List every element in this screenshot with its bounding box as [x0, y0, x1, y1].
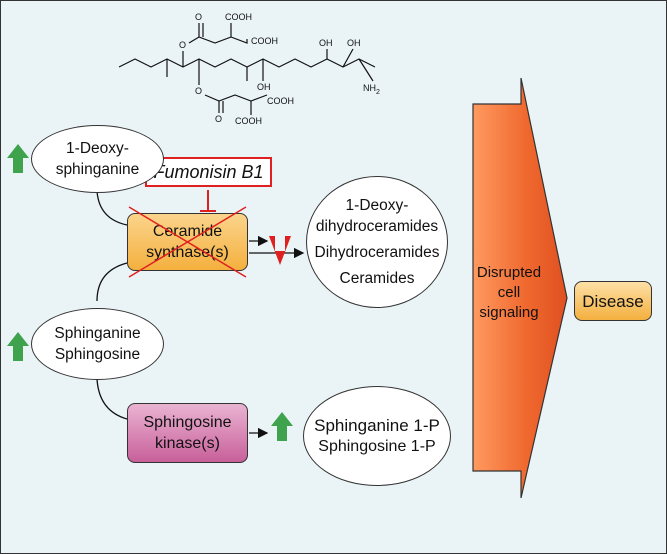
cooh-label: COOH [225, 12, 252, 22]
oxygen-label: O [179, 40, 186, 50]
node-text: Sphinganine 1-P [314, 416, 440, 435]
disrupted-signaling-label: Disrupted cell signaling [473, 263, 545, 323]
node-text: kinase(s) [155, 435, 220, 452]
node-text: sphinganine [55, 161, 140, 178]
fumonisin-label: Fumonisin B1 [153, 161, 264, 182]
node-phosphate-products: Sphinganine 1-P Sphingosine 1-P [303, 386, 451, 486]
signaling-arrow [472, 77, 568, 499]
node-text: signaling [479, 304, 539, 321]
connector-sphinganine-to-kinase [96, 378, 128, 420]
inhibition-mark [200, 190, 216, 212]
red-down-arrow-icon [269, 236, 291, 265]
oxygen-label: O [195, 86, 202, 96]
node-sphinganine-sphingosine: Sphinganine Sphingosine [31, 308, 164, 380]
node-text: dihydroceramides [315, 218, 439, 235]
connector-deoxy-to-synthase [96, 190, 128, 226]
connector-sphinganine-to-synthase [96, 262, 128, 302]
cooh-label: COOH [251, 36, 278, 46]
node-text: Sphinganine [54, 325, 141, 342]
hydroxyl-label: OH [319, 38, 333, 48]
cooh-label: COOH [267, 96, 294, 106]
node-text: Sphingosine [143, 414, 232, 431]
fumonisin-box: Fumonisin B1 [145, 157, 272, 187]
green-up-arrow-icon [271, 412, 293, 441]
node-text: synthase(s) [146, 244, 229, 261]
node-text: 1-Deoxy- [66, 140, 129, 157]
amine-label: NH2 [363, 83, 380, 96]
node-text: Sphingosine [54, 346, 141, 363]
disease-box: Disease [574, 281, 652, 321]
oxygen-label: O [215, 114, 222, 124]
hydroxyl-label: OH [347, 38, 361, 48]
hydroxyl-label: OH [257, 82, 271, 92]
node-ceramide-products: 1-Deoxy- dihydroceramides Dihydroceramid… [306, 176, 448, 308]
node-text: Ceramides [339, 270, 415, 287]
node-text: cell [497, 284, 521, 301]
structure-bonds [118, 23, 376, 115]
cooh-label: COOH [235, 116, 262, 126]
node-text: Sphingosine 1-P [318, 438, 436, 455]
green-up-arrow-icon [7, 144, 29, 173]
red-x-icon [128, 206, 247, 278]
sphingosine-kinase-box: Sphingosine kinase(s) [127, 403, 248, 463]
node-text: Dihydroceramides [314, 244, 440, 261]
green-up-arrow-icon [7, 332, 29, 361]
oxygen-label: O [195, 12, 202, 22]
node-text: Ceramide [152, 223, 223, 240]
node-text: Disease [582, 291, 644, 311]
fumonisin-structure: COOH COOH COOH COOH O O O O OH OH OH NH2 [118, 12, 380, 126]
node-text: 1-Deoxy- [345, 197, 409, 214]
node-deoxy-sphinganine: 1-Deoxy- sphinganine [31, 125, 164, 193]
node-text: Disrupted [476, 264, 542, 281]
